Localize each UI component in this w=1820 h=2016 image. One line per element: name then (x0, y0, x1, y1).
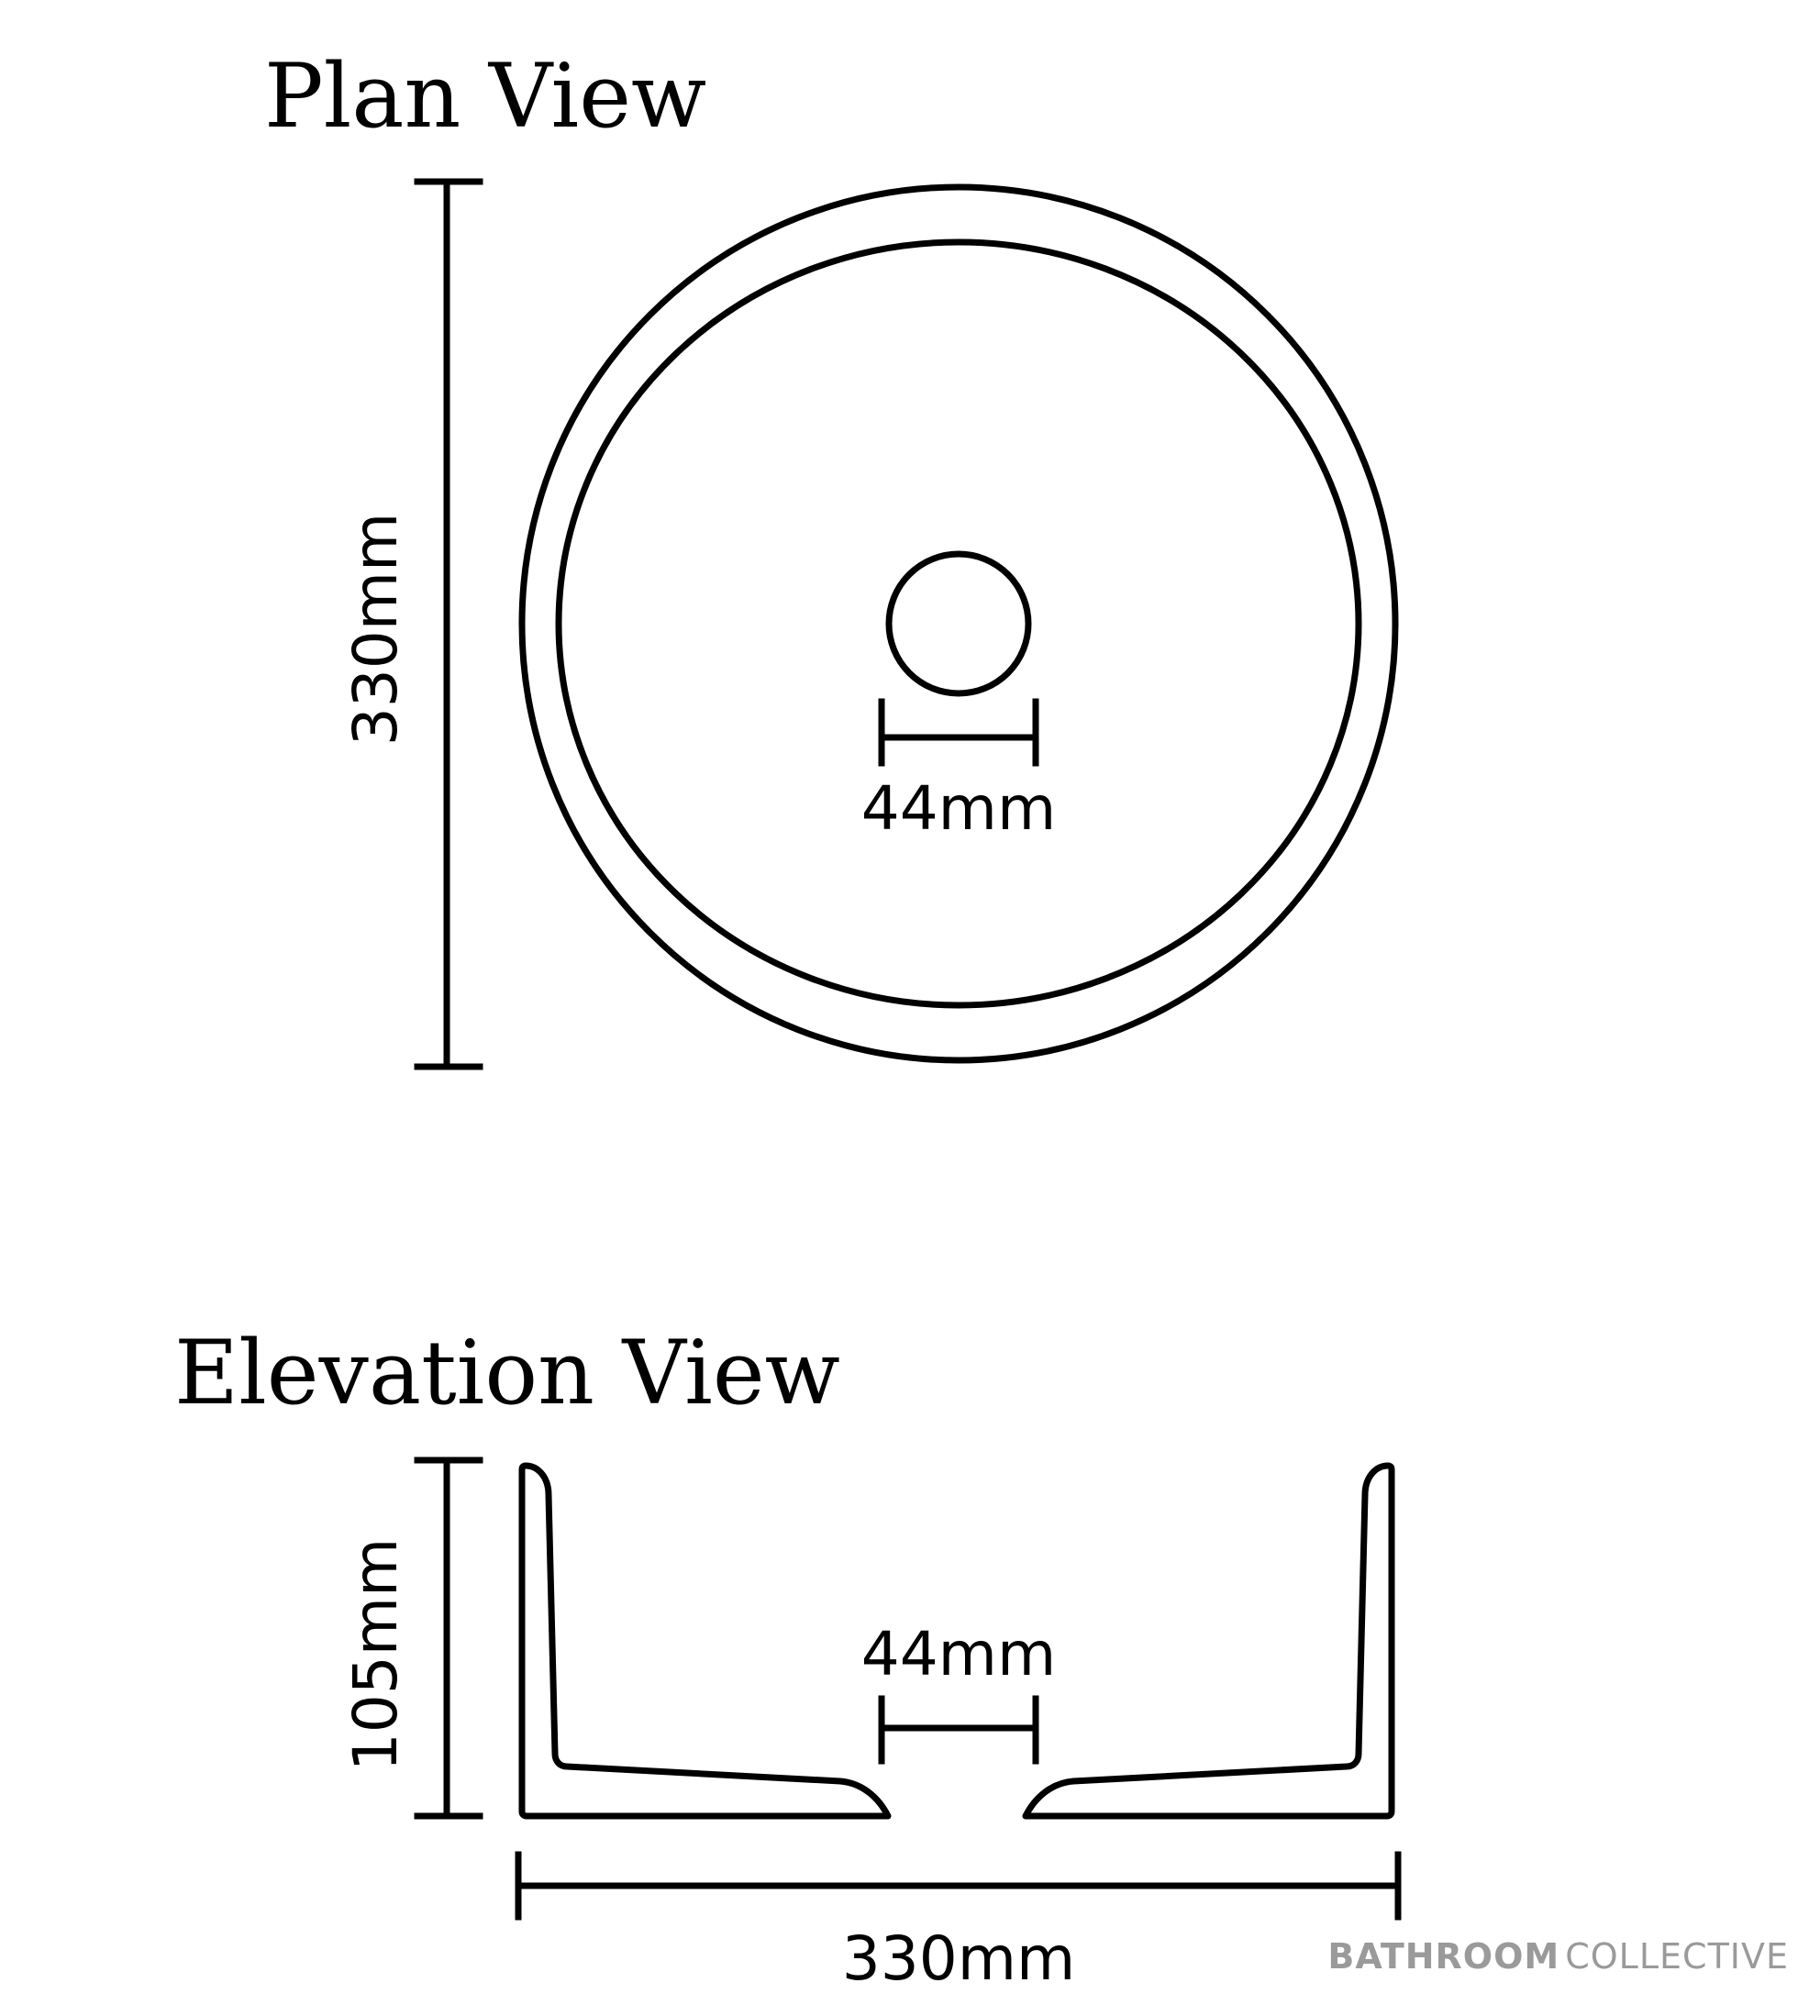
basin-inner-rim (555, 238, 1362, 1009)
basin-section-right (1022, 1462, 1395, 1820)
elevation-waste-label: 44mm (861, 1619, 1057, 1689)
elevation-width-label: 330mm (842, 1923, 1076, 1994)
elevation-width-dimension: 330mm (515, 1851, 1402, 1994)
basin-outer-rim (518, 183, 1399, 1064)
elevation-view-title: Elevation View (174, 1322, 840, 1424)
brand-light: COLLECTIVE (1565, 1936, 1789, 1977)
plan-height-label: 330mm (340, 513, 411, 747)
plan-waste-label: 44mm (861, 773, 1057, 844)
brand-bold: BATHROOM (1327, 1936, 1559, 1977)
elevation-waste-dimension: 44mm (861, 1619, 1057, 1765)
elevation-height-label: 105mm (340, 1538, 411, 1772)
plan-waste-dimension: 44mm (861, 698, 1057, 844)
plan-height-dimension: 330mm (340, 178, 483, 1070)
plan-view-title: Plan View (264, 45, 706, 148)
elevation-height-dimension: 105mm (340, 1457, 483, 1820)
basin-section-left (518, 1462, 892, 1820)
waste-outlet (885, 550, 1032, 697)
